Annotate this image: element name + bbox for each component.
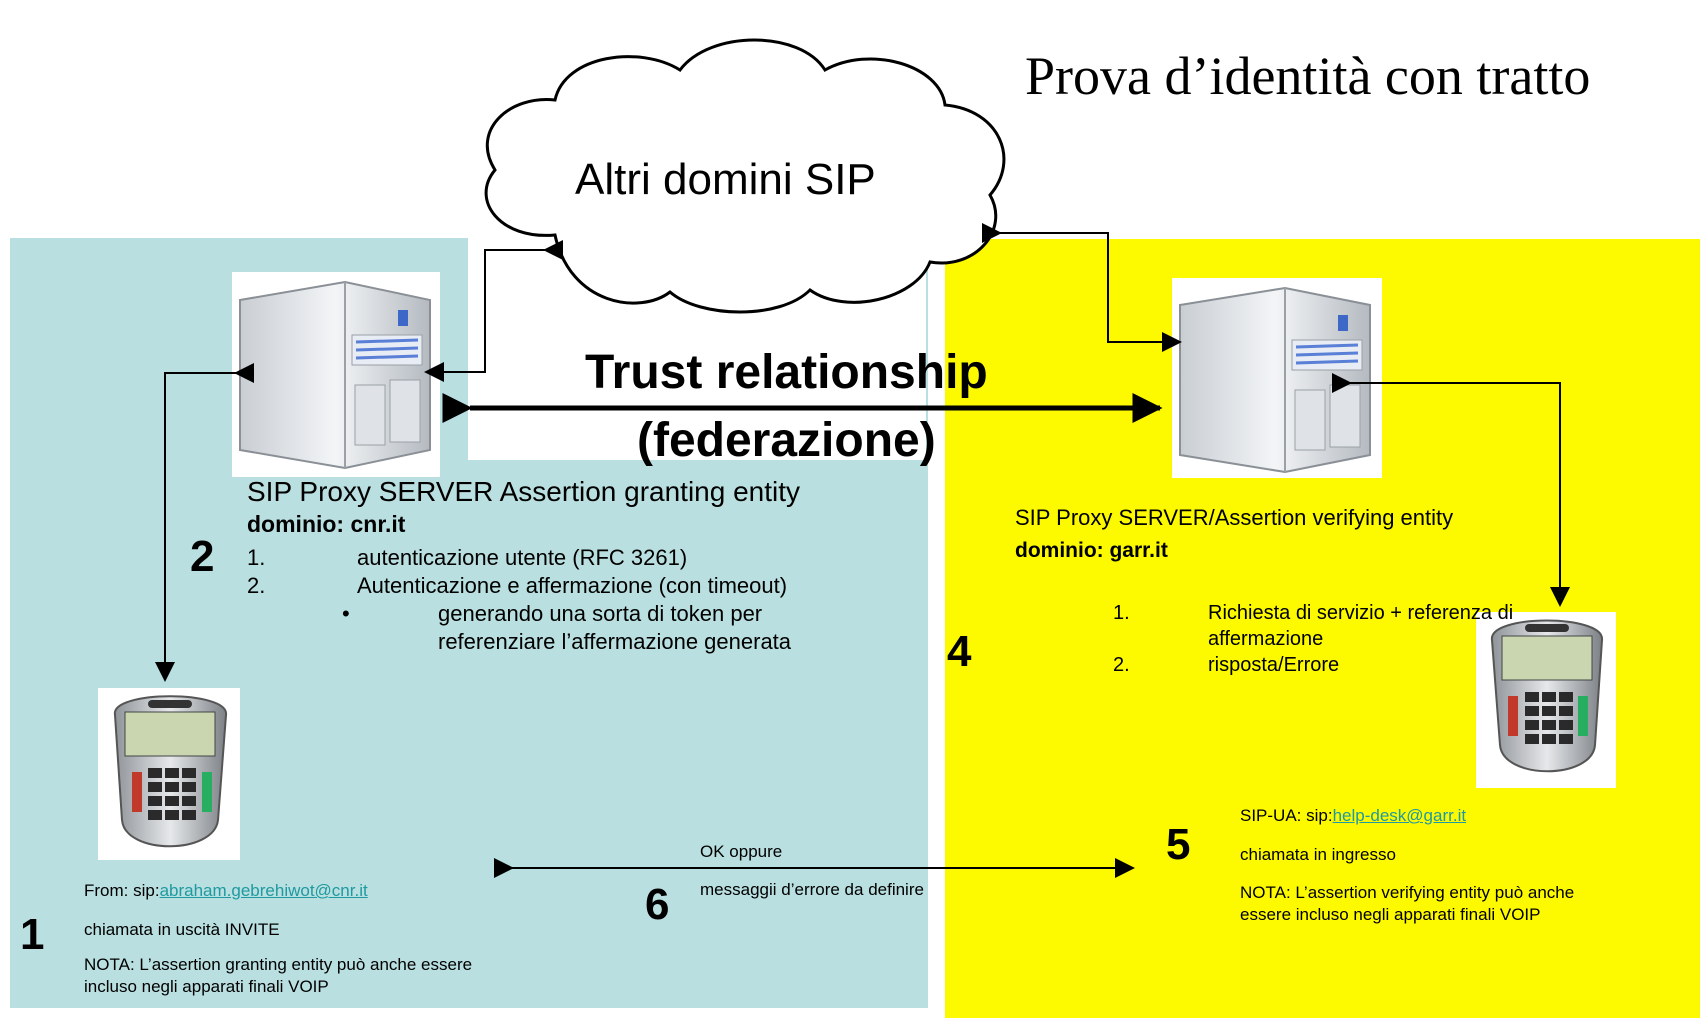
list-item-text-continued: affermazione <box>1208 628 1324 650</box>
list-item: 1. Richiesta di servizio + referenza di … <box>1113 600 1513 652</box>
list-item: 2. Autenticazione e affermazione (con ti… <box>247 572 787 600</box>
arrow-left-server-phone <box>155 363 254 682</box>
list-item-text: risposta/Errore <box>1208 654 1340 676</box>
left-client-note-line-1: NOTA: L’assertion granting entity può an… <box>84 955 473 974</box>
trust-relationship-label: Trust relationship <box>585 346 988 399</box>
right-client-ua: SIP-UA: sip:help-desk@garr.it <box>1240 806 1466 826</box>
list-item-text: Richiesta di servizio + referenza di <box>1208 602 1514 624</box>
list-item-number: 2. <box>247 573 266 598</box>
federation-label: (federazione) <box>637 414 936 467</box>
left-client-call: chiamata in uscità INVITE <box>84 920 280 939</box>
left-server-steps: 1. autenticazione utente (RFC 3261) 2. A… <box>247 544 787 600</box>
bullet: • <box>342 601 350 626</box>
list-item: 2. risposta/Errore <box>1113 652 1513 678</box>
right-server-domain: dominio: garr.it <box>1015 539 1168 562</box>
diagram-title: Prova d’identità con tratto <box>1025 46 1591 106</box>
response-line-2: messaggii d’errore da definire <box>700 880 924 899</box>
list-item-number: 2. <box>1113 654 1130 676</box>
cloud-label: Altri domini SIP <box>575 155 876 204</box>
left-server-subitem: • generando una sorta di token per refer… <box>342 600 791 656</box>
cloud-shape <box>484 38 1006 314</box>
arrow-cloud-right-server <box>982 223 1182 352</box>
left-client-from: From: sip:abraham.gebrehiwot@cnr.it <box>84 881 368 901</box>
server-icon-garr <box>1172 278 1382 478</box>
step-number-4: 4 <box>947 627 972 676</box>
right-client-note-line-2: essere incluso negli apparati finali VOI… <box>1240 905 1541 924</box>
right-client-note-line-1: NOTA: L’assertion verifying entity può a… <box>1240 883 1575 902</box>
from-address-link[interactable]: abraham.gebrehiwot@cnr.it <box>159 881 368 900</box>
voip-phone-icon-left <box>98 688 240 860</box>
ua-prefix: SIP-UA: sip: <box>1240 806 1333 825</box>
step-number-5: 5 <box>1166 820 1191 869</box>
ua-address-link[interactable]: help-desk@garr.it <box>1332 806 1467 825</box>
subitem-line-1: generando una sorta di token per <box>438 601 763 626</box>
right-client-call: chiamata in ingresso <box>1240 845 1396 864</box>
step-number-1: 1 <box>20 910 45 959</box>
right-server-steps: 1. Richiesta di servizio + referenza di … <box>1113 600 1513 678</box>
left-server-domain: dominio: cnr.it <box>247 511 406 537</box>
left-client-note-line-2: incluso negli apparati finali VOIP <box>84 977 329 996</box>
left-server-heading: SIP Proxy SERVER Assertion granting enti… <box>247 476 801 507</box>
voip-phone-icon-right <box>1476 612 1616 788</box>
arrow-cloud-left-server <box>424 240 563 382</box>
list-item-number: 1. <box>247 545 266 570</box>
list-item-text: autenticazione utente (RFC 3261) <box>357 545 688 570</box>
response-line-1: OK oppure <box>700 842 783 861</box>
list-item-number: 1. <box>1113 602 1130 624</box>
right-server-heading: SIP Proxy SERVER/Assertion verifying ent… <box>1015 505 1454 530</box>
from-prefix: From: sip: <box>84 881 160 900</box>
list-item: 1. autenticazione utente (RFC 3261) <box>247 544 787 572</box>
subitem-line-2: referenziare l’affermazione generata <box>438 629 792 654</box>
step-number-6: 6 <box>645 880 670 929</box>
arrow-right-server-phone <box>1332 373 1570 607</box>
step-number-2: 2 <box>190 532 215 581</box>
server-icon-cnr <box>232 272 440 477</box>
list-item-text: Autenticazione e affermazione (con timeo… <box>357 573 788 598</box>
